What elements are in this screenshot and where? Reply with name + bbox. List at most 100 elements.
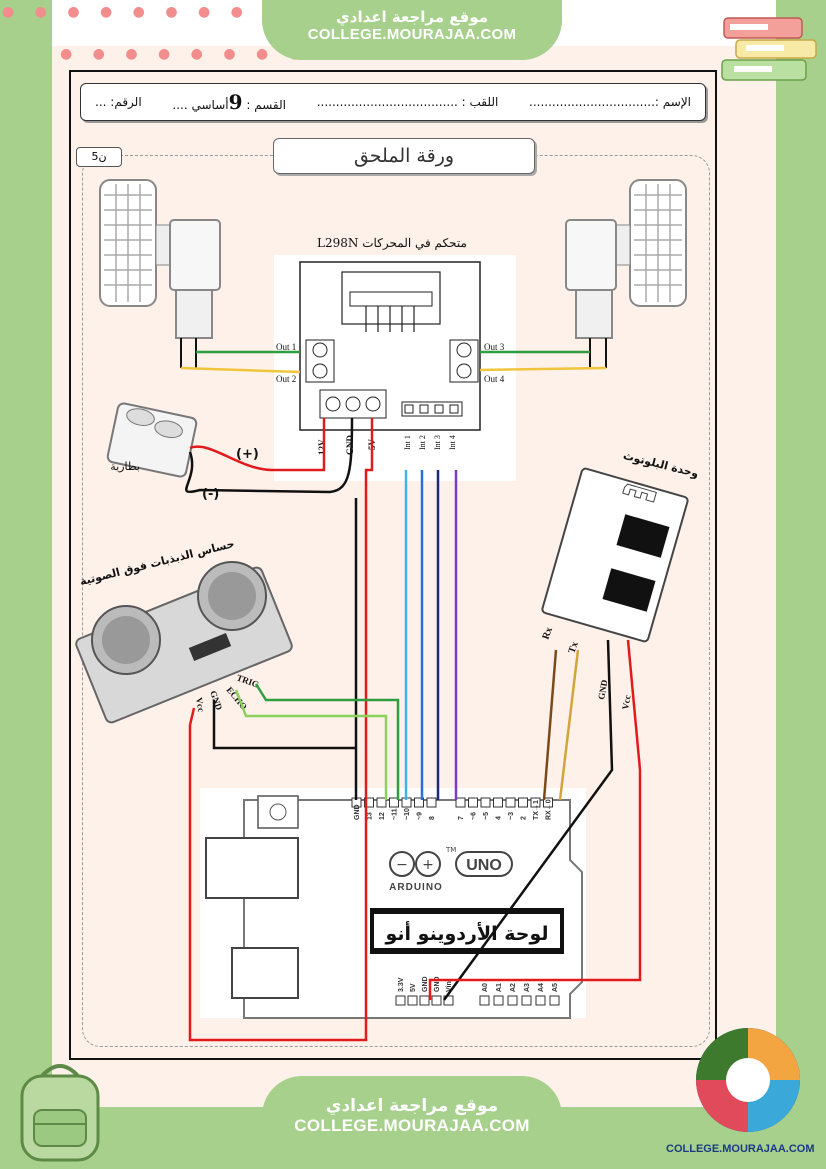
arduino-pin-label: TX→1 <box>533 800 540 820</box>
arduino-pin <box>549 995 560 1006</box>
out1-label: Out 1 <box>276 342 296 352</box>
arduino-pin-label: 12 <box>379 812 386 820</box>
arduino-pin <box>407 995 418 1006</box>
arduino-pin-label: ~5 <box>483 812 490 820</box>
arduino-pin <box>389 797 399 808</box>
arduino-pin-label: A0 <box>482 983 489 992</box>
arduino-top-header: GND 13 12 ~11 ~10 ~9 8 7 ~6 ~5 4 ~3 2 TX→1 RX←0 <box>351 797 553 820</box>
svg-text:+: + <box>422 857 434 873</box>
arduino-pin-label: A4 <box>538 983 545 992</box>
in4-label: Int 4 <box>448 435 457 450</box>
arduino-pin <box>479 995 490 1006</box>
v12-label: 12V <box>317 439 327 455</box>
rx-label: Rx <box>540 626 555 641</box>
number-field[interactable]: الرقم: ... <box>95 95 142 109</box>
footer-logo-text: COLLEGE.MOURAJAA.COM <box>666 1143 815 1155</box>
out2-label: Out 2 <box>276 374 296 384</box>
books-logo-icon <box>721 17 817 81</box>
arduino-pin-label: Vin <box>446 981 453 992</box>
arduino-pin-label: RX←0 <box>546 799 553 820</box>
in1-label: Int 1 <box>403 435 412 450</box>
arduino-pin <box>535 995 546 1006</box>
arduino-pin <box>426 797 437 808</box>
section-field[interactable]: القسم : 9أساسي .... <box>172 90 286 114</box>
arduino-pin-label: 8 <box>429 816 436 820</box>
student-info-box: الإسم :.................................… <box>80 83 706 121</box>
signal-wires <box>185 417 642 1042</box>
arduino-uno-board: لوحة الأردوينو أنو − + TM UNO ARDUINO GN… <box>200 788 586 1019</box>
surname-field[interactable]: اللقب : ................................… <box>316 95 499 109</box>
arduino-pin <box>493 797 503 808</box>
arduino-pin-label: 3.3V <box>398 977 405 992</box>
arduino-pin-label: ~6 <box>471 812 478 820</box>
arduino-pin <box>455 797 466 808</box>
arduino-pin <box>505 797 516 808</box>
outer-frame <box>69 70 717 1060</box>
motor-wires <box>180 350 607 374</box>
site-name-ar: موقع مراجعة اعدادي <box>336 8 488 26</box>
in3-label: Int 3 <box>433 435 442 450</box>
arduino-pin <box>419 995 430 1006</box>
arduino-pin <box>493 995 504 1006</box>
arduino-pin <box>543 797 553 808</box>
arduino-pin-label: ~11 <box>392 808 399 820</box>
arduino-pin-label: 13 <box>367 812 374 820</box>
uno-label: UNO <box>466 857 502 874</box>
gnd-label: GND <box>345 435 355 456</box>
arduino-pin-label: 4 <box>496 816 503 820</box>
arduino-pin-label: 5V <box>410 983 417 992</box>
bottom-site-banner: موقع مراجعة اعدادي COLLEGE.MOURAJAA.COM <box>262 1076 562 1169</box>
footer-site-name-ar: موقع مراجعة اعدادي <box>325 1096 499 1116</box>
arduino-pin-label: GND <box>354 804 361 820</box>
arduino-pin <box>431 995 442 1006</box>
battery-pack: بطارية (+) (-) <box>106 402 259 502</box>
svg-text:−: − <box>396 857 408 873</box>
arduino-label: لوحة الأردوينو أنو <box>384 921 548 945</box>
arduino-pin-label: ~10 <box>404 808 411 820</box>
us-vcc-label: Vcc <box>194 697 206 713</box>
bt-vcc-label: Vcc <box>620 694 632 710</box>
arduino-pin <box>518 797 528 808</box>
page-title: ورقة الملحق <box>273 138 535 174</box>
right-wheel-motor <box>565 179 687 368</box>
arduino-pin-label: 2 <box>521 816 528 820</box>
top-site-banner: موقع مراجعة اعدادي COLLEGE.MOURAJAA.COM <box>262 0 562 60</box>
site-domain[interactable]: COLLEGE.MOURAJAA.COM <box>307 26 517 43</box>
arduino-brand: ARDUINO <box>389 882 443 893</box>
out4-label: Out 4 <box>484 374 505 384</box>
battery-plus-label: (+) <box>236 447 259 462</box>
arduino-pin-label: ~3 <box>508 812 515 820</box>
bluetooth-label: وحدة البلوتوث <box>622 449 700 480</box>
arduino-pin <box>443 995 454 1006</box>
arduino-pin <box>521 995 532 1006</box>
arduino-pin-label: GND <box>434 976 441 992</box>
left-green-border <box>0 0 52 1169</box>
battery-label: بطارية <box>110 460 140 473</box>
ultrasonic-sensor: حساس الذبذبات فوق الصوتية TRIG ECHO GND … <box>75 537 293 724</box>
left-wheel-motor <box>99 179 221 368</box>
driver-label: L298N متحكم في المحركات <box>317 236 467 250</box>
us-gnd-label: GND <box>208 689 224 712</box>
bt-gnd-label: GND <box>596 678 609 700</box>
arduino-pin <box>364 797 374 808</box>
arduino-pin-label: ~9 <box>417 812 424 820</box>
arduino-pin <box>507 995 518 1006</box>
college-wheel-logo-icon <box>696 1028 800 1132</box>
arduino-pin-label: A2 <box>510 983 517 992</box>
name-field[interactable]: الإسم :................................. <box>529 95 691 109</box>
echo-label: ECHO <box>224 685 249 712</box>
arduino-pin-label: GND <box>422 976 429 992</box>
arduino-pin <box>480 797 491 808</box>
backpack-icon <box>20 1064 100 1162</box>
uno-tm: TM <box>445 846 456 854</box>
arduino-pin <box>530 797 541 808</box>
grade-badge: 5ن <box>76 147 122 167</box>
arduino-pin-label: 7 <box>458 816 465 820</box>
out3-label: Out 3 <box>484 342 505 352</box>
bluetooth-module: وحدة البلوتوث Rx Tx GND Vcc <box>540 449 700 710</box>
decor-dots-top: ● ● ● ● ● ● ● ● ● ● ● <box>2 4 349 20</box>
arduino-pin <box>376 797 387 808</box>
footer-site-domain[interactable]: COLLEGE.MOURAJAA.COM <box>294 1116 530 1135</box>
